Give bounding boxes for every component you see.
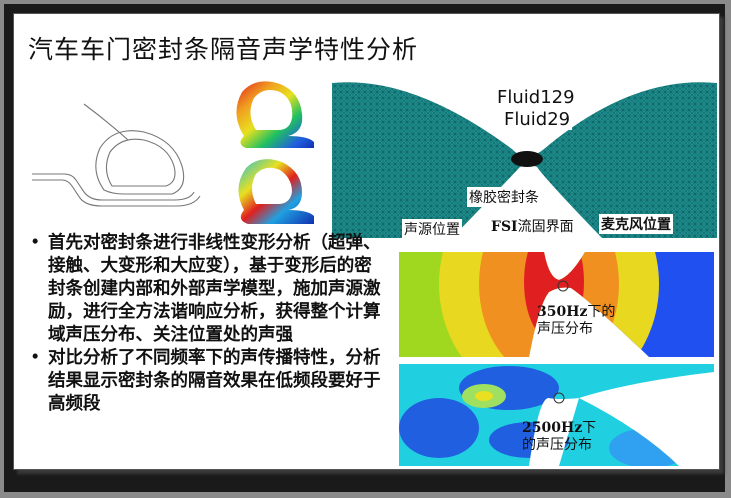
- label-fsi-rest: 流固界面: [517, 219, 574, 235]
- pressure-contour-2500hz: 2500Hz下 的声压分布: [399, 358, 714, 466]
- label-fluid29: Fluid29: [502, 109, 573, 130]
- label-2500hz-line2: 的声压分布: [522, 437, 592, 453]
- seal-outline-drawing: [24, 82, 224, 230]
- slide: 汽车车门密封条隔音声学特性分析: [13, 13, 720, 470]
- label-350hz-rest: 下的: [587, 304, 616, 320]
- label-mic-position: 麦克风位置: [599, 214, 673, 234]
- seal-deformation-contour-bottom: [226, 150, 316, 228]
- bullet-dot-icon: •: [30, 348, 41, 368]
- label-350hz-bold: 350Hz: [537, 304, 588, 320]
- label-source-position: 声源位置: [402, 219, 462, 239]
- bullet-item: • 首先对密封条进行非线性变形分析（超弹、接触、大变形和大应变），基于变形后的密封…: [28, 232, 388, 347]
- bullet-dot-icon: •: [30, 233, 41, 253]
- label-2500hz-rest: 下: [582, 420, 597, 436]
- acoustic-mesh-figure: Fluid129 Fluid29 橡胶密封条 声源位置 FSI流固界面 麦克风位…: [332, 71, 717, 239]
- label-fluid129: Fluid129: [495, 87, 577, 108]
- bullet-list: • 首先对密封条进行非线性变形分析（超弹、接触、大变形和大应变），基于变形后的密封…: [28, 232, 388, 416]
- label-fsi-interface: FSI流固界面: [489, 216, 576, 236]
- slide-title: 汽车车门密封条隔音声学特性分析: [28, 35, 419, 64]
- label-rubber-seal: 橡胶密封条: [467, 187, 541, 207]
- label-2500hz-bold: 2500Hz: [522, 420, 583, 436]
- label-350hz: 350Hz下的 声压分布: [537, 304, 615, 338]
- label-350hz-line2: 声压分布: [537, 321, 593, 337]
- bullet-text: 对比分析了不同频率下的声传播特性，分析结果显示密封条的隔音效果在低频段要好于高频…: [48, 348, 381, 414]
- label-fsi-bold: FSI: [491, 219, 518, 235]
- label-2500hz: 2500Hz下 的声压分布: [522, 420, 596, 454]
- seal-deformation-contour-top: [226, 74, 316, 149]
- pressure-contour-350hz: 350Hz下的 声压分布: [399, 244, 714, 357]
- bullet-text: 首先对密封条进行非线性变形分析（超弹、接触、大变形和大应变），基于变形后的密封条…: [48, 233, 381, 345]
- bullet-item: • 对比分析了不同频率下的声传播特性，分析结果显示密封条的隔音效果在低频段要好于高…: [28, 347, 388, 416]
